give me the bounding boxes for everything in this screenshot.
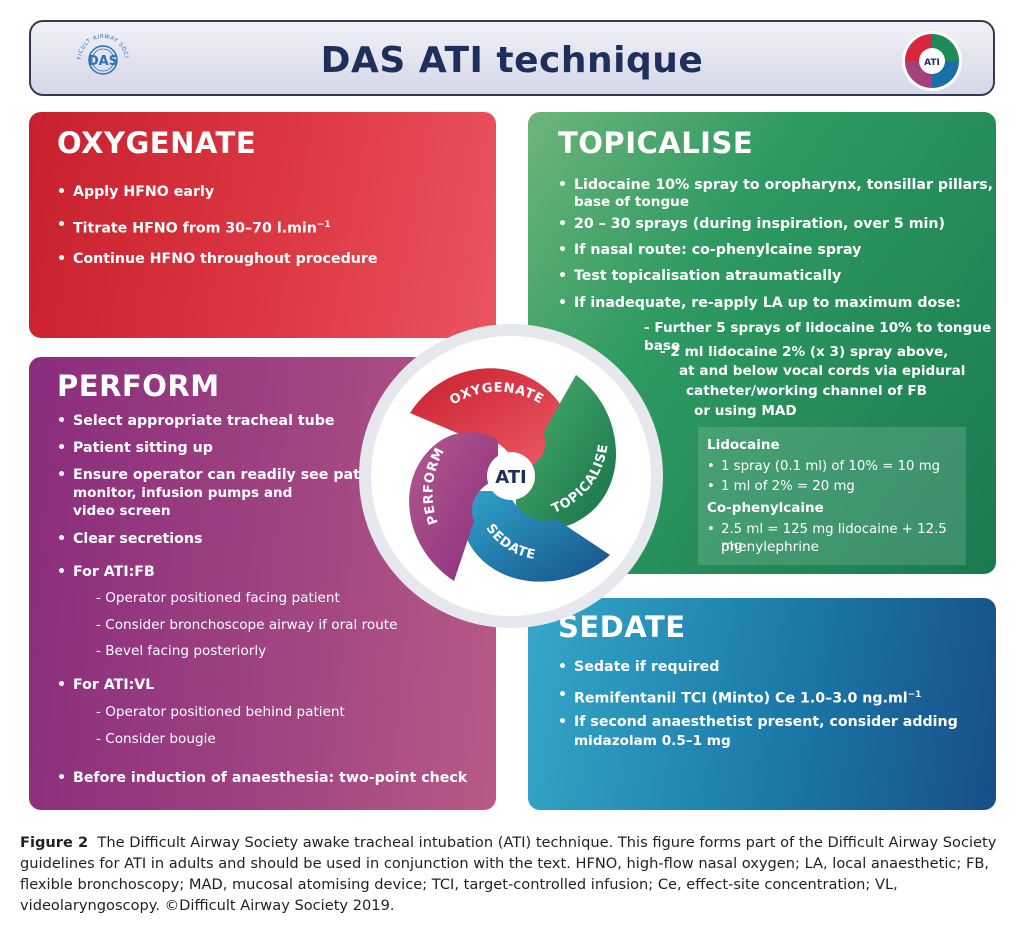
cophenylcaine-heading: Co-phenylcaine [707,500,824,516]
topicalise-sub: catheter/working channel of FB [686,383,927,399]
topicalise-panel: TOPICALISE Lidocaine 10% spray to oropha… [528,112,996,574]
perform-bullet: For ATI:FB [57,563,155,581]
perform-bullet: Ensure operator can readily see patient [57,466,391,484]
perform-fb-sub: - Bevel facing posteriorly [96,643,267,659]
figure-caption: Figure 2 The Difficult Airway Society aw… [20,832,1008,916]
header-banner: DAS DIFFICULT AIRWAY SOCIETY DAS ATI tec… [29,20,995,96]
topicalise-title: TOPICALISE [558,126,754,160]
topicalise-bullet: Lidocaine 10% spray to oropharynx, tonsi… [558,176,993,194]
page-title: DAS ATI technique [320,40,704,81]
dose-infobox: Lidocaine 1 spray (0.1 ml) of 10% = 10 m… [698,427,966,565]
topicalise-bullet: If inadequate, re-apply LA up to maximum… [558,294,961,312]
figure-caption-text: The Difficult Airway Society awake trach… [20,834,997,914]
cophenylcaine-dose: 2.5 ml = 125 mg lidocaine + 12.5 mg [707,521,966,555]
wheel-segment-oxygenate [410,368,568,469]
sedate-bullet: Sedate if required [558,658,719,676]
perform-bullet: Clear secretions [57,530,202,548]
topicalise-sub: - Further 5 sprays of lidocaine 10% to t… [644,320,992,354]
topicalise-bullet: If nasal route: co-phenylcaine spray [558,241,861,259]
ati-logo-center: ATI [924,58,940,68]
perform-bullet: Select appropriate tracheal tube [57,412,335,430]
perform-bullet: For ATI:VL [57,676,154,694]
wheel-segment-sedate [463,491,610,582]
wheel-segment-perform [409,432,498,581]
oxygenate-bullet: Continue HFNO throughout procedure [57,250,377,268]
lidocaine-dose: 1 spray (0.1 ml) of 10% = 10 mg [707,458,940,475]
sedate-panel: SEDATE Sedate if required Remifentanil T… [528,598,996,810]
sedate-bullet: Remifentanil TCI (Minto) Ce 1.0–3.0 ng.m… [558,686,921,708]
perform-bullet-cont: monitor, infusion pumps and [73,485,293,501]
das-logo-icon: DAS DIFFICULT AIRWAY SOCIETY [71,28,128,75]
perform-vl-sub: - Operator positioned behind patient [96,704,345,720]
topicalise-bullet-cont: base of tongue [574,194,690,210]
perform-bullet: Before induction of anaesthesia: two-poi… [57,769,467,787]
das-logo-mark: DAS [88,54,118,69]
lidocaine-dose: 1 ml of 2% = 20 mg [707,478,855,495]
perform-fb-sub: - Consider bronchoscope airway if oral r… [96,617,398,633]
topicalise-sub: or using MAD [694,403,797,419]
wheel-segment-topicalise [516,375,617,528]
perform-bullet-cont: video screen [73,503,171,519]
ati-wheel-logo-icon: ATI [902,31,962,91]
sedate-bullet: If second anaesthetist present, consider… [558,713,958,731]
perform-vl-sub: - Consider bougie [96,731,216,747]
ati-wheel: ATI OXYGENATE TOPICALISE SEDATE PERFORM [359,324,663,628]
topicalise-sub: at and below vocal cords via epidural [679,363,966,379]
oxygenate-title: OXYGENATE [57,126,257,160]
oxygenate-panel: OXYGENATE Apply HFNO early Titrate HFNO … [29,112,496,338]
perform-fb-sub: - Operator positioned facing patient [96,590,340,606]
perform-title: PERFORM [57,369,220,403]
topicalise-bullet: Test topicalisation atraumatically [558,267,841,285]
oxygenate-bullet: Apply HFNO early [57,183,214,201]
sedate-bullet-cont: midazolam 0.5–1 mg [574,733,731,749]
lidocaine-heading: Lidocaine [707,437,780,453]
wheel-center-label: ATI [495,467,527,488]
sedate-title: SEDATE [558,610,686,644]
figure-label: Figure 2 [20,834,89,851]
topicalise-sub: - 2 ml lidocaine 2% (x 3) spray above, [660,344,949,360]
cophenylcaine-dose-cont: phenylephrine [721,539,819,555]
topicalise-bullet: 20 – 30 sprays (during inspiration, over… [558,215,945,233]
oxygenate-bullet: Titrate HFNO from 30–70 l.min−1 [57,216,331,238]
perform-bullet: Patient sitting up [57,439,213,457]
